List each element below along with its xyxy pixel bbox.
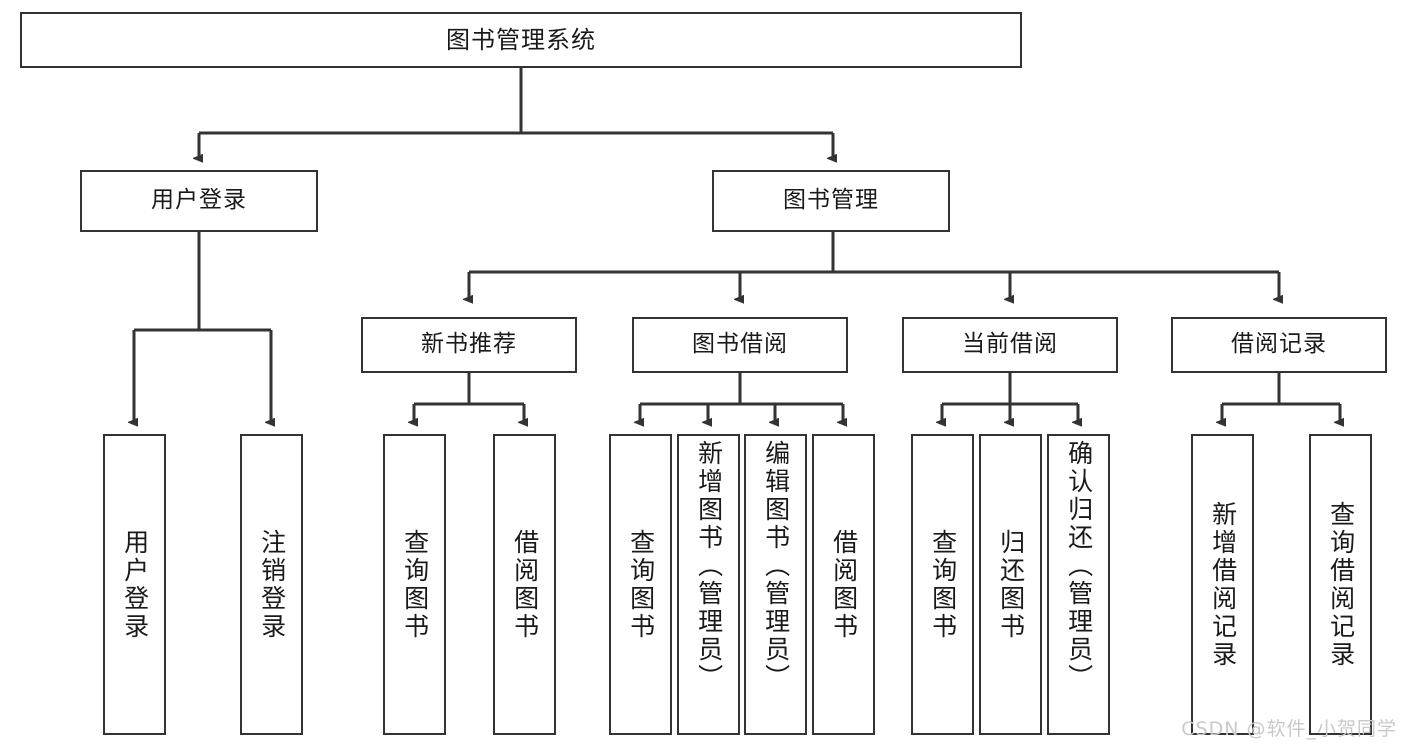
node-user-login-label: 用户登录 — [151, 187, 247, 214]
node-leaf-return-book[interactable]: 归还图书 — [979, 434, 1042, 735]
node-current-borrow[interactable]: 当前借阅 — [902, 317, 1118, 373]
node-root-label: 图书管理系统 — [446, 25, 596, 54]
node-user-login[interactable]: 用户登录 — [80, 170, 318, 232]
node-leaf-borrow-book-2[interactable]: 借阅图书 — [812, 434, 875, 735]
node-borrow-record[interactable]: 借阅记录 — [1171, 317, 1387, 373]
node-leaf-add-book-label: 新增图书（管理员） — [694, 440, 724, 692]
node-leaf-add-book[interactable]: 新增图书（管理员） — [677, 434, 740, 735]
node-leaf-borrow-book-1-label: 借阅图书 — [510, 528, 540, 641]
node-leaf-query-book-2[interactable]: 查询图书 — [609, 434, 672, 735]
node-leaf-return-book-label: 归还图书 — [996, 528, 1026, 641]
node-leaf-user-logout[interactable]: 注销登录 — [240, 434, 303, 735]
node-borrow-record-label: 借阅记录 — [1231, 331, 1327, 358]
node-book-borrow-label: 图书借阅 — [692, 331, 788, 358]
node-leaf-query-book-3[interactable]: 查询图书 — [911, 434, 974, 735]
node-leaf-add-record[interactable]: 新增借阅记录 — [1191, 434, 1254, 735]
node-leaf-confirm-return-label: 确认归还（管理员） — [1064, 440, 1094, 692]
node-leaf-query-book-1-label: 查询图书 — [400, 528, 430, 641]
node-leaf-edit-book[interactable]: 编辑图书（管理员） — [744, 434, 807, 735]
node-book-management-label: 图书管理 — [783, 187, 879, 214]
node-leaf-borrow-book-1[interactable]: 借阅图书 — [493, 434, 556, 735]
node-current-borrow-label: 当前借阅 — [962, 331, 1058, 358]
node-leaf-query-book-1[interactable]: 查询图书 — [383, 434, 446, 735]
node-book-management[interactable]: 图书管理 — [712, 170, 950, 232]
node-root[interactable]: 图书管理系统 — [20, 12, 1022, 68]
node-leaf-query-book-2-label: 查询图书 — [626, 528, 656, 641]
node-leaf-user-login-label: 用户登录 — [120, 528, 150, 641]
node-leaf-user-logout-label: 注销登录 — [257, 528, 287, 641]
node-leaf-add-record-label: 新增借阅记录 — [1208, 500, 1238, 669]
node-book-borrow[interactable]: 图书借阅 — [632, 317, 848, 373]
node-leaf-confirm-return[interactable]: 确认归还（管理员） — [1047, 434, 1110, 735]
node-leaf-query-book-3-label: 查询图书 — [928, 528, 958, 641]
node-leaf-query-record[interactable]: 查询借阅记录 — [1309, 434, 1372, 735]
node-leaf-borrow-book-2-label: 借阅图书 — [829, 528, 859, 641]
node-leaf-edit-book-label: 编辑图书（管理员） — [761, 440, 791, 692]
node-leaf-query-record-label: 查询借阅记录 — [1326, 500, 1356, 669]
node-new-book-recommend[interactable]: 新书推荐 — [361, 317, 577, 373]
node-new-book-recommend-label: 新书推荐 — [421, 331, 517, 358]
csdn-watermark: CSDN @软件_小贺同学 — [1181, 718, 1397, 740]
node-leaf-user-login[interactable]: 用户登录 — [103, 434, 166, 735]
